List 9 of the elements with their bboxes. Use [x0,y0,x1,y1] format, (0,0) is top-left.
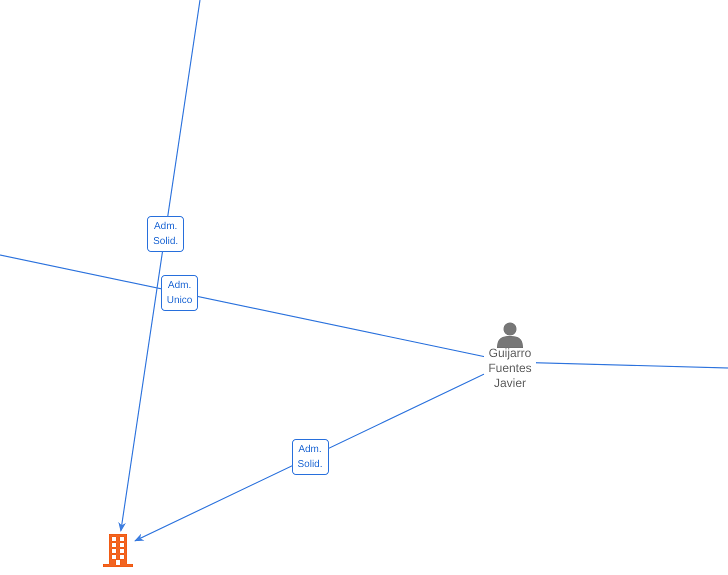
connector-line [536,362,728,369]
edge-label: Adm. Solid. [147,216,184,252]
edge-label: Adm. Unico [161,274,198,311]
person-name: Guijarro Fuentes Javier [487,346,533,391]
arrow [134,374,484,542]
building-icon [101,531,135,569]
connector-line [0,254,484,358]
arrow [118,0,201,532]
edge-label: Adm. Solid. [292,439,328,476]
